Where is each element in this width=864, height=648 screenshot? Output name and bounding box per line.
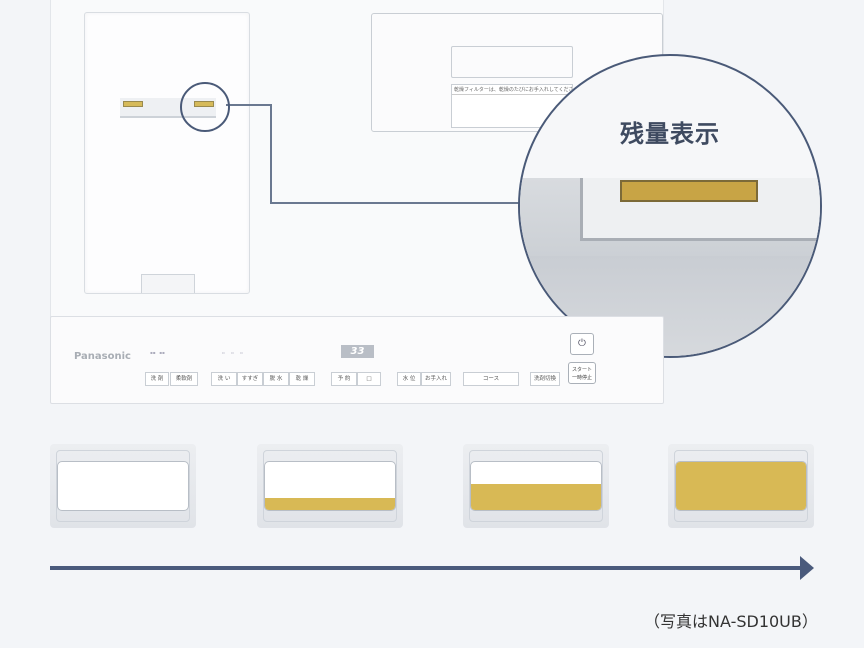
time-display: 33 (341, 345, 374, 358)
power-button[interactable]: ⏻ (570, 333, 594, 355)
level-fill (676, 462, 806, 510)
level-fill (471, 483, 601, 510)
softener-slot (451, 46, 573, 78)
water-level-button[interactable]: 水 位 (397, 372, 421, 386)
course-button[interactable]: コース (463, 372, 519, 386)
rinse-button[interactable]: すすぎ (237, 372, 263, 386)
highlight-circle (180, 82, 230, 132)
detergent-lid (84, 12, 250, 294)
leader-line (270, 104, 272, 204)
level-fill (265, 498, 395, 510)
arrow-head-icon (800, 556, 814, 580)
level-indicator-low (257, 444, 403, 528)
spin-button[interactable]: 脱 水 (263, 372, 289, 386)
photo-caption: （写真はNA-SD10UB） (644, 612, 818, 631)
level-window (57, 461, 189, 511)
brand-logo: Panasonic (74, 351, 131, 362)
level-window (264, 461, 396, 511)
level-window (675, 461, 807, 511)
progress-arrow (50, 566, 802, 570)
magnifier-callout: 残量表示 (518, 54, 822, 358)
softener-button[interactable]: 柔軟剤 (170, 372, 198, 386)
level-indicator-full (668, 444, 814, 528)
start-button[interactable]: スタート 一時停止 (568, 362, 596, 384)
level-indicator-empty (50, 444, 196, 528)
callout-title: 残量表示 (620, 120, 720, 148)
level-window (470, 461, 602, 511)
timer-button[interactable]: 予 約 (331, 372, 357, 386)
dry-button[interactable]: 乾 燥 (289, 372, 315, 386)
detergent-button[interactable]: 洗 剤 (145, 372, 169, 386)
closeup-gauge (620, 180, 758, 202)
lid-handle (141, 274, 195, 293)
leader-line (270, 202, 525, 204)
filter-label-text: 乾燥フィルターは、乾燥のたびにお手入れしてください (452, 87, 573, 95)
lock-button[interactable]: □ (357, 372, 381, 386)
wash-button[interactable]: 洗 い (211, 372, 237, 386)
remaining-gauge-left (123, 101, 143, 107)
indicator-lights: ▪▪ ▪▪ (150, 350, 165, 355)
level-indicator-half (463, 444, 609, 528)
detergent-switch-button[interactable]: 洗剤切換 (530, 372, 560, 386)
control-panel (50, 316, 664, 404)
indicator-lights: ▫ ▫ ▫ (222, 350, 243, 355)
leader-line (226, 104, 272, 106)
care-button[interactable]: お手入れ (421, 372, 451, 386)
